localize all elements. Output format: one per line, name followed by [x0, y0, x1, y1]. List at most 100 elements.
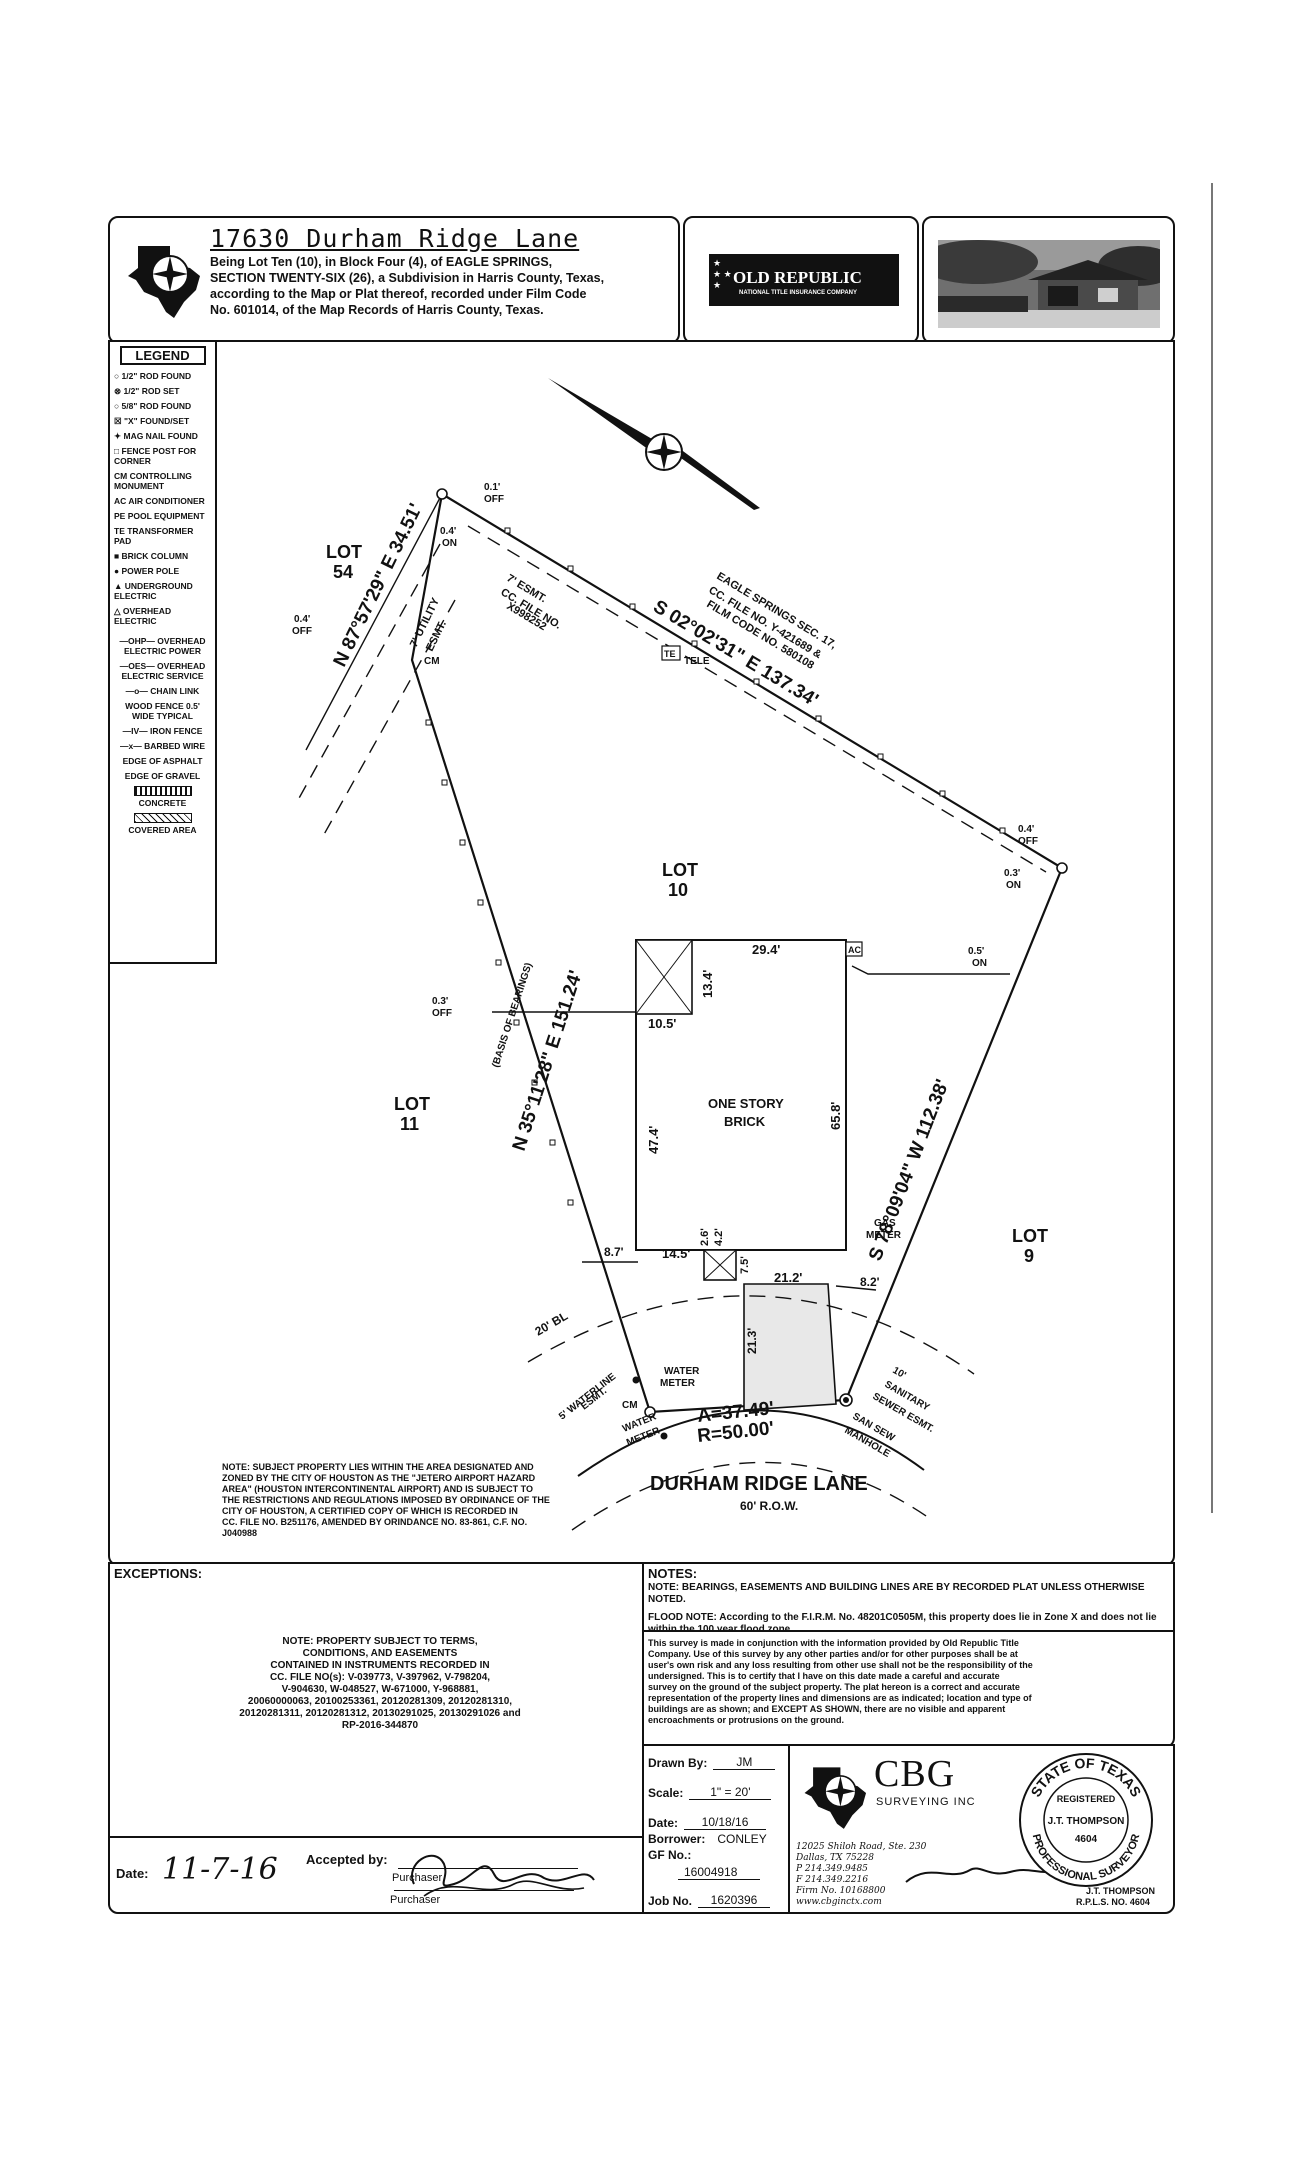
cbg-address: 12025 Shiloh Road, Ste. 230 Dallas, TX 7…: [796, 1842, 927, 1907]
offset-label: OFF: [484, 494, 504, 505]
lot-10-label: LOT: [662, 860, 698, 880]
purchaser-line-2: [394, 1890, 574, 1891]
dim-4-2: 4.2': [713, 1228, 725, 1246]
offset-label: OFF: [292, 626, 312, 637]
legend-item: WOOD FENCE 0.5' WIDE TYPICAL: [125, 701, 200, 721]
drawn-by-row: Drawn By:JM: [648, 1746, 786, 1770]
lot-9-label: LOT: [1012, 1226, 1048, 1246]
legend-item: ○ 1/2" ROD FOUND: [114, 371, 192, 381]
sewer-esmt-label: 10': [891, 1365, 908, 1381]
legend-item: COVERED AREA: [114, 813, 211, 835]
legend-item: ○ 5/8" ROD FOUND: [114, 401, 192, 411]
svg-text:REGISTERED: REGISTERED: [1057, 1794, 1116, 1804]
ac-pad: [845, 941, 863, 957]
lot-11-label: LOT: [394, 1094, 430, 1114]
legend-item: △ OVERHEAD ELECTRIC: [114, 606, 172, 626]
offset-label: ON: [442, 538, 457, 549]
gf-value-row: 16004918: [648, 1862, 786, 1880]
dim-47-4: 47.4': [646, 1126, 661, 1154]
offset-label: 0.3': [432, 996, 448, 1007]
fence-posts: [425, 527, 1006, 1206]
water-meter-icon: [632, 1376, 640, 1384]
plat-drawing: LOT 54 LOT 10 LOT 11 LOT 9 N 87°57'29" E…: [292, 378, 1068, 1531]
legend-item: ⊗ 1/2" ROD SET: [114, 386, 180, 396]
purchaser-label-2: Purchaser: [390, 1894, 441, 1906]
gf-row: GF No.:: [648, 1848, 692, 1862]
legend-item: —OES— OVERHEAD ELECTRIC SERVICE: [119, 661, 206, 681]
north-boundary-ext: [305, 493, 443, 751]
header-title-block: 17630 Durham Ridge Lane Being Lot Ten (1…: [108, 216, 680, 344]
gas-meter-label: GAS: [874, 1218, 896, 1229]
utility-easement-line: [297, 543, 441, 801]
covered-area-swatch: [133, 813, 192, 823]
offset-label: 0.4': [1018, 824, 1034, 835]
date-label: Date:: [116, 1866, 149, 1881]
margin-line: [1211, 183, 1213, 1513]
corner-rod-nw: [436, 488, 448, 500]
ac-label: AC: [848, 945, 861, 955]
wood-fence: [835, 1285, 877, 1291]
driveway: [743, 1283, 837, 1411]
lot-54-number: 54: [333, 562, 353, 582]
legend-item: ■ BRICK COLUMN: [114, 551, 189, 561]
lot-9-number: 9: [1024, 1246, 1034, 1266]
surveyor-block: CBG SURVEYING INC 12025 Shiloh Road, Ste…: [788, 1744, 1175, 1914]
property-address: 17630 Durham Ridge Lane: [210, 224, 580, 253]
texas-compass-logo: [128, 246, 200, 318]
lot-54-label: LOT: [326, 542, 362, 562]
offset-label: OFF: [432, 1008, 452, 1019]
house-photo: [938, 240, 1160, 328]
legend-item: EDGE OF GRAVEL: [124, 771, 201, 781]
street-edge-curve: [571, 1461, 933, 1531]
row-label: 60' R.O.W.: [740, 1499, 798, 1513]
offset-label: 0.3': [1004, 868, 1020, 879]
legend-item: ● POWER POLE: [114, 566, 180, 576]
purchaser-label-1: Purchaser: [392, 1872, 443, 1884]
legend-item: ✦ MAG NAIL FOUND: [114, 431, 198, 441]
legend-item: ▲ UNDERGROUND ELECTRIC: [114, 581, 193, 601]
legal-description: Being Lot Ten (10), in Block Four (4), o…: [210, 255, 605, 317]
north-arrow-icon: [548, 378, 760, 510]
notes-title: NOTES:: [648, 1566, 698, 1581]
legend-item: —OHP— OVERHEAD ELECTRIC POWER: [119, 636, 206, 656]
offset-label: 0.1': [484, 482, 500, 493]
airport-hazard-note: NOTE: SUBJECT PROPERTY LIES WITHIN THE A…: [222, 1462, 550, 1538]
lot-11-number: 11: [400, 1114, 419, 1134]
certification-block: This survey is made in conjunction with …: [642, 1630, 1175, 1748]
legend-item: □ FENCE POST FOR CORNER: [114, 446, 197, 466]
dim-65-8: 65.8': [828, 1102, 843, 1130]
legend-item: —IV— IRON FENCE: [122, 726, 203, 736]
dim-13-4: 13.4': [700, 970, 715, 998]
legend-item: EDGE OF ASPHALT: [122, 756, 203, 766]
seal-registration: R.P.L.S. NO. 4604: [1076, 1897, 1150, 1907]
dim-8-7: 8.7': [604, 1245, 624, 1259]
legend-item: AC AIR CONDITIONER: [114, 496, 205, 506]
corner-rod-sw: [644, 1406, 656, 1418]
cm-label: CM: [424, 656, 440, 667]
offset-label: ON: [1006, 880, 1021, 891]
street-name-label: DURHAM RIDGE LANE: [650, 1473, 868, 1495]
legend-title: LEGEND: [119, 346, 206, 365]
legend-item: —x— BARBED WIRE: [119, 741, 205, 751]
legend-item: ☒ "X" FOUND/SET: [114, 416, 190, 426]
title-company-block: ★★ ★★ OLD REPUBLIC NATIONAL TITLE INSURA…: [683, 216, 919, 344]
building-line-label: 20' BL: [533, 1309, 571, 1339]
legend-panel: LEGEND ○ 1/2" ROD FOUND ⊗ 1/2" ROD SET ○…: [110, 342, 217, 964]
borrower-row: Borrower:CONLEY: [648, 1832, 767, 1846]
date-row: Date:10/18/16: [648, 1806, 786, 1830]
purchaser-signature: [411, 1854, 595, 1897]
purchaser-line-1: [398, 1868, 578, 1869]
cbg-name: CBG: [874, 1753, 956, 1795]
dim-29-4: 29.4': [752, 942, 780, 957]
cbg-sub: SURVEYING INC: [876, 1796, 976, 1808]
water-meter-label: WATER: [664, 1366, 700, 1377]
lot-10-number: 10: [668, 880, 688, 900]
offset-label: 0.5': [968, 946, 984, 957]
seal-signature-name: J.T. THOMPSON: [1086, 1886, 1156, 1896]
acceptance-block: Date: 11-7-16 Accepted by: Purchaser Pur…: [108, 1836, 646, 1914]
legend-item: —o— CHAIN LINK: [125, 686, 200, 696]
property-photo-block: [922, 216, 1175, 344]
dim-21-2: 21.2': [774, 1270, 802, 1285]
stars-icon: ★★ ★★: [713, 258, 732, 290]
svg-text:4604: 4604: [1075, 1834, 1098, 1845]
